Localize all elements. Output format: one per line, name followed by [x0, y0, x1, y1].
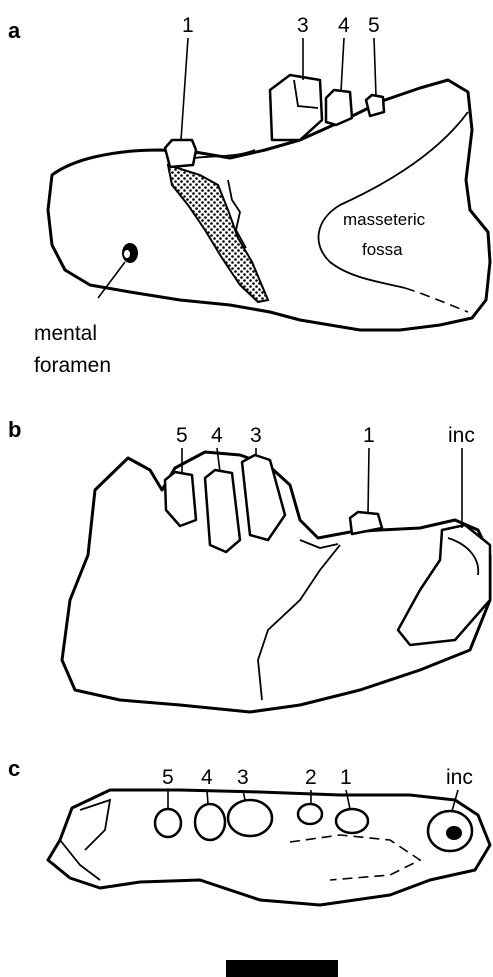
panel-b-label-5: 5: [176, 424, 188, 447]
panel-c-letter: c: [8, 756, 20, 781]
mental-foramen-label-line2: foramen: [34, 354, 111, 377]
panel-b-label-3: 3: [250, 424, 262, 447]
panel-a-tooth-1: [165, 140, 196, 167]
panel-c-label-4: 4: [201, 766, 213, 789]
panel-c-label-1: 1: [340, 766, 352, 789]
panel-a-label-4: 4: [338, 14, 350, 37]
panel-c-tooth-4: [195, 804, 225, 840]
panel-c-tooth-5: [155, 809, 181, 837]
scale-bar: [226, 960, 338, 977]
masseteric-label-line1: masseteric: [343, 210, 426, 229]
panel-a-tooth-4: [326, 90, 352, 125]
panel-c-label-2: 2: [305, 766, 317, 789]
panel-c-tooth-2: [298, 804, 322, 824]
panel-c: c 5 4 3 2 1 inc: [8, 756, 490, 905]
panel-b-label-1: 1: [363, 424, 375, 447]
panel-a-tooth-5: [366, 95, 384, 116]
panel-a-label-5: 5: [368, 14, 380, 37]
panel-a: a masseteric fossa mental foramen 1 3 4 …: [8, 14, 490, 377]
panel-a-letter: a: [8, 18, 21, 43]
panel-c-label-inc: inc: [446, 766, 473, 789]
panel-a-jaw-outline: [48, 80, 490, 330]
panel-b-label-4: 4: [211, 424, 223, 447]
panel-c-label-5: 5: [162, 766, 174, 789]
panel-b: b 5 4 3 1 inc: [8, 417, 490, 712]
panel-b-label-inc: inc: [448, 424, 475, 447]
panel-b-letter: b: [8, 417, 21, 442]
panel-c-label-3: 3: [237, 766, 249, 789]
panel-a-label-1: 1: [182, 14, 194, 37]
mental-foramen-label-line1: mental: [34, 322, 97, 345]
panel-a-label-3: 3: [297, 14, 309, 37]
panel-c-tooth-3: [228, 800, 272, 836]
masseteric-label-line2: fossa: [362, 240, 403, 259]
panel-c-tooth-1: [336, 809, 368, 833]
